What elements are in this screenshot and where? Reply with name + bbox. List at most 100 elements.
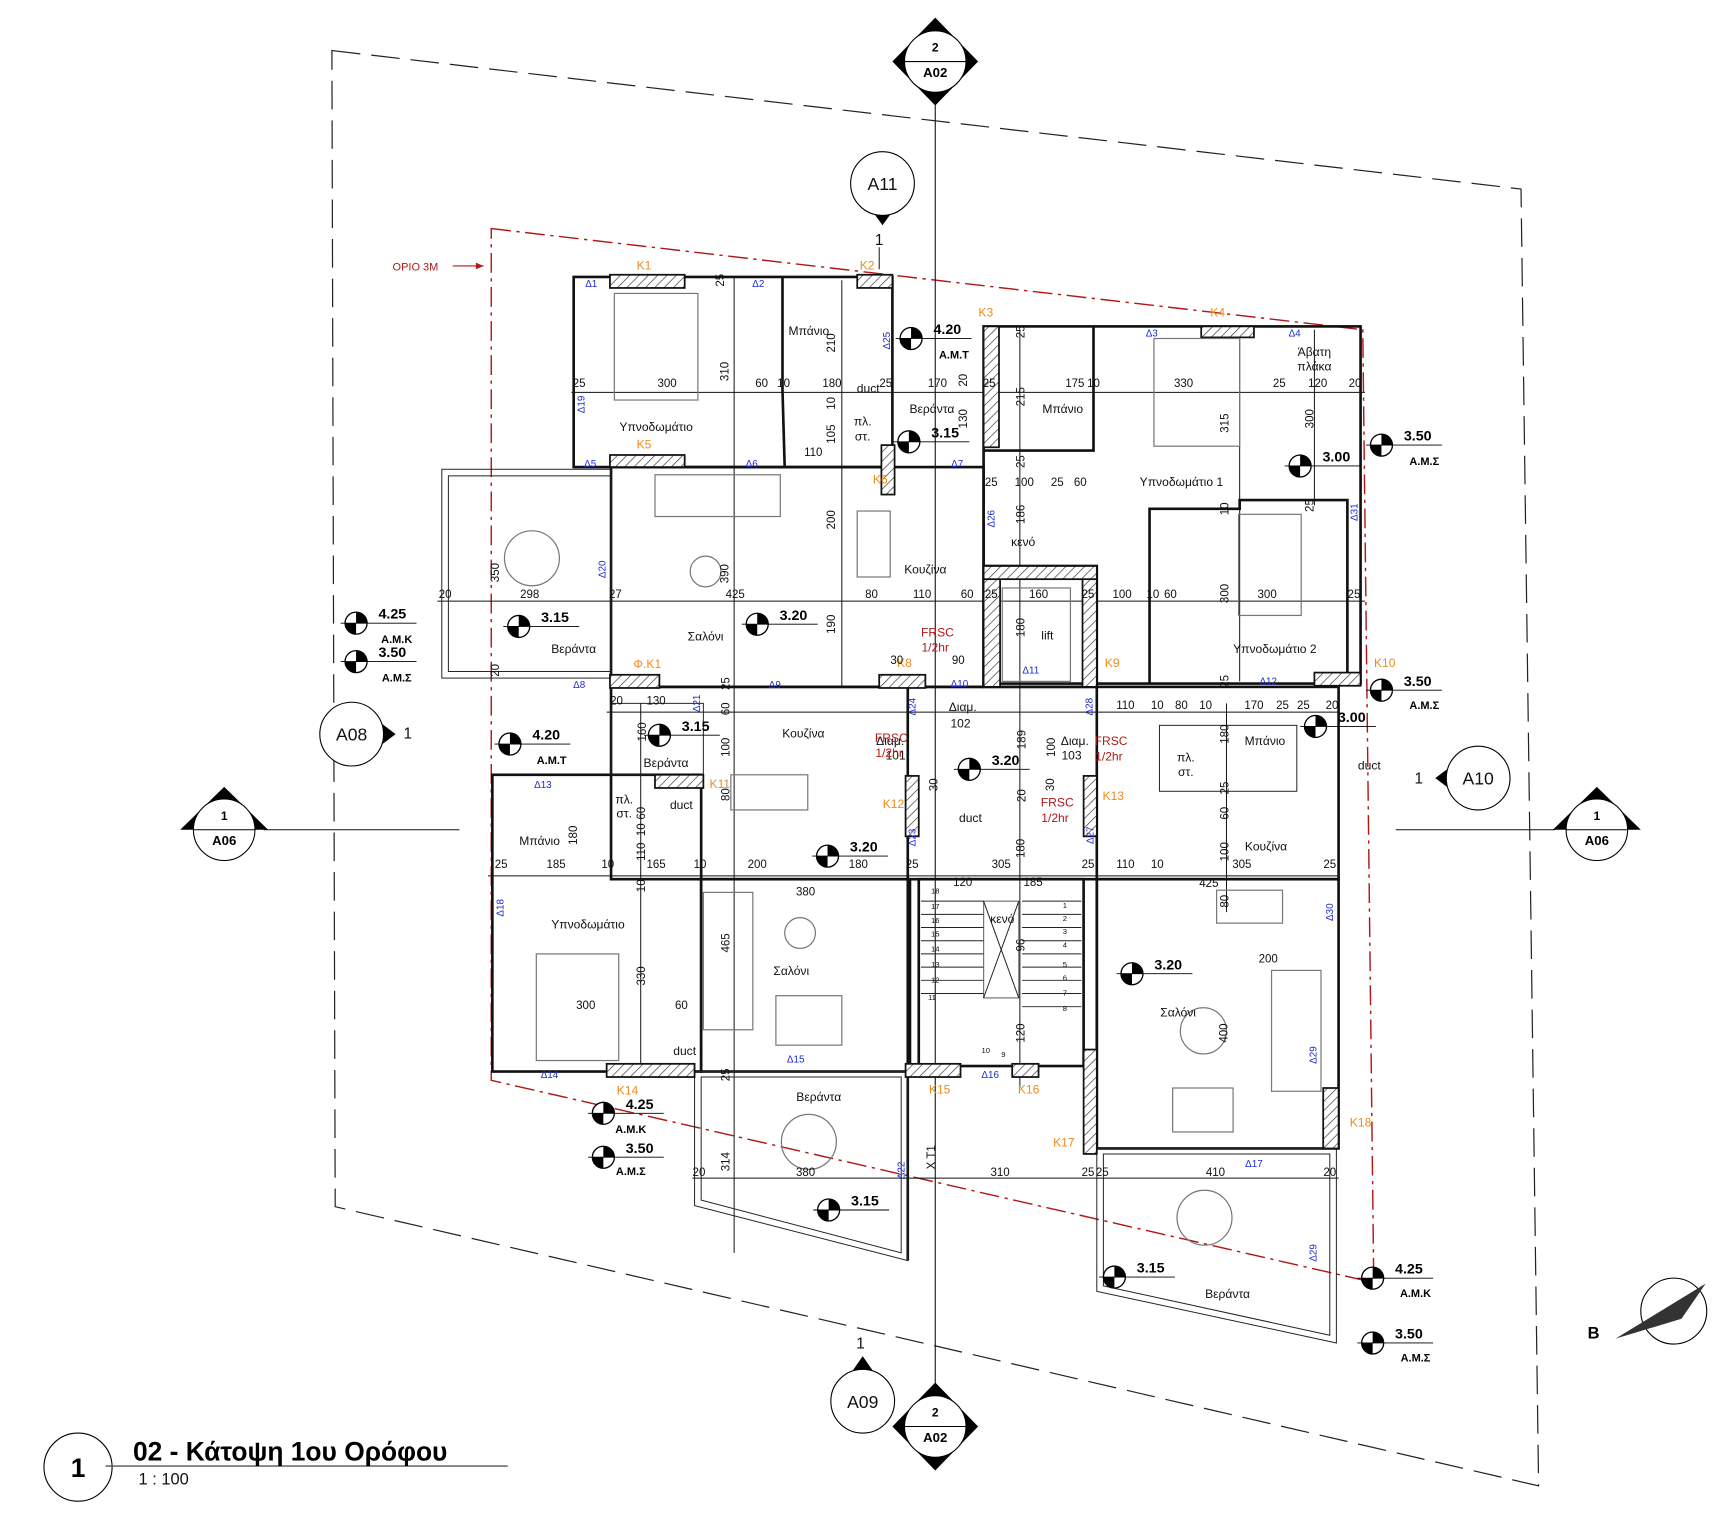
column-label: K18 [1350, 1115, 1372, 1129]
dimension-label: 25 [1276, 700, 1289, 712]
level-marker-icon [644, 723, 720, 747]
column-label: K13 [1103, 789, 1125, 803]
dimension-label: 25 [1348, 589, 1361, 601]
stair-step-number: 6 [1063, 973, 1067, 982]
dimension-label: 60 [675, 1000, 688, 1012]
level-marker-icon [1284, 454, 1361, 478]
dimension-label: 130 [958, 409, 970, 428]
room-label: duct [959, 811, 982, 825]
room-label: Βεράντα [644, 756, 689, 770]
dimension-label: 25 [721, 677, 733, 690]
opening-label: Δ8 [573, 680, 586, 691]
elevation-marker-a09[interactable] [830, 1356, 896, 1434]
level-tag: Α.Μ.Σ [1409, 456, 1439, 468]
level-value: 3.15 [1137, 1261, 1165, 1277]
dimension-label: 90 [952, 655, 965, 667]
dimension-label: 300 [576, 1000, 595, 1012]
dimension-label: 20 [693, 1167, 706, 1179]
elevation-marker-a10[interactable] [1435, 745, 1511, 811]
room-label: Άβατη [1298, 345, 1331, 359]
level-tag: Α.Μ.Σ [616, 1166, 646, 1178]
stair-step-number: 9 [1001, 1050, 1005, 1059]
dimension-label: 215 [1015, 387, 1027, 406]
north-label: Β [1588, 1325, 1600, 1343]
dimension-label: 25 [1297, 700, 1310, 712]
dimension-label: 189 [1016, 730, 1028, 749]
opening-label: Δ30 [1325, 903, 1336, 921]
dimension-label: 100 [1112, 589, 1131, 601]
dimension-label: 120 [1308, 378, 1327, 390]
opening-label: Δ11 [1022, 666, 1039, 677]
column-label: K2 [860, 258, 875, 272]
dimension-label: 25 [721, 1068, 733, 1081]
level-marker-icon [1357, 1331, 1434, 1355]
dimension-label: 110 [1116, 700, 1134, 712]
column-label: K5 [637, 437, 652, 451]
dimension-label: 105 [826, 424, 838, 443]
stair-step-number: 14 [931, 945, 940, 954]
section-marker-left[interactable] [180, 786, 269, 862]
level-value: 3.15 [541, 610, 569, 626]
section-mark-sheet: A06 [1585, 833, 1609, 848]
opening-label: Δ24 [907, 697, 918, 715]
dimension-label: 27 [609, 589, 622, 601]
fire-door-rating: 1/2hr [875, 746, 903, 760]
column-label: K16 [1018, 1083, 1040, 1097]
room-label: Διαμ. [1061, 734, 1089, 748]
dimension-label: 180 [1015, 839, 1027, 858]
dimension-label: 300 [1220, 584, 1232, 603]
dimension-label: 400 [1219, 1023, 1231, 1042]
column-label: K8 [897, 656, 912, 670]
section-marker-right[interactable] [1552, 786, 1641, 862]
room-label: duct [670, 798, 693, 812]
stair-step-number: 13 [931, 960, 940, 969]
dimension-label: 20 [1349, 378, 1362, 390]
drawing-scale: 1 : 100 [138, 1471, 188, 1489]
column-label: K6 [873, 473, 888, 487]
elevation-marker-a08[interactable] [319, 701, 396, 767]
opening-label: Δ27 [1086, 826, 1097, 844]
stair-step-number: 17 [931, 902, 940, 911]
level-marker-icon [741, 612, 818, 636]
fire-door-label: FRSC [921, 625, 954, 639]
section-mark-sheet: A02 [923, 1430, 947, 1445]
column-label: K11 [710, 777, 731, 791]
level-tag: Α.Μ.Σ [382, 672, 412, 684]
level-tag: Α.Μ.Τ [537, 755, 567, 767]
dimension-label: 425 [1199, 878, 1218, 890]
room-label: Υπνοδωμάτιο [551, 918, 625, 932]
dimension-label: 170 [928, 378, 947, 390]
stair-step-number: 7 [1063, 989, 1067, 998]
level-value: 4.20 [532, 728, 560, 744]
opening-label: Δ29 [1309, 1244, 1320, 1262]
dimension-label: 170 [1244, 700, 1263, 712]
fire-door-label: FRSC [1041, 796, 1074, 810]
room-label: Βεράντα [909, 402, 954, 416]
dimension-label: 180 [822, 378, 841, 390]
room-label: Υπνοδωμάτιο 1 [1140, 475, 1224, 489]
dimension-label: 100 [1015, 477, 1034, 489]
dimension-label: 25 [1082, 589, 1095, 601]
opening-label: Δ18 [495, 898, 506, 916]
dimension-label: 80 [721, 788, 733, 801]
room-label: στ. [1178, 765, 1194, 779]
dimension-label: 25 [1015, 325, 1027, 338]
column-label: K9 [1105, 656, 1120, 670]
section-marker-bottom[interactable] [892, 1382, 979, 1471]
dimension-label: 60 [721, 702, 733, 715]
level-value: 4.20 [933, 322, 961, 338]
level-value: 3.15 [682, 719, 710, 735]
dimension-label: 30 [1045, 778, 1057, 791]
section-marker-top[interactable] [892, 17, 979, 106]
dimension-label: 110 [804, 447, 822, 459]
room-label: duct [857, 381, 880, 395]
dimension-label: 210 [826, 333, 838, 352]
dimension-label: 25 [1096, 1167, 1109, 1179]
dimension-label: 30 [890, 655, 903, 667]
dimension-label: 20 [1323, 1167, 1336, 1179]
room-label: 101 [886, 748, 906, 762]
opening-label: Δ17 [1245, 1159, 1263, 1170]
level-marker-icon [1357, 1266, 1434, 1290]
elevation-marker-a11[interactable] [850, 151, 915, 226]
dimension-label: 10 [1220, 502, 1232, 515]
